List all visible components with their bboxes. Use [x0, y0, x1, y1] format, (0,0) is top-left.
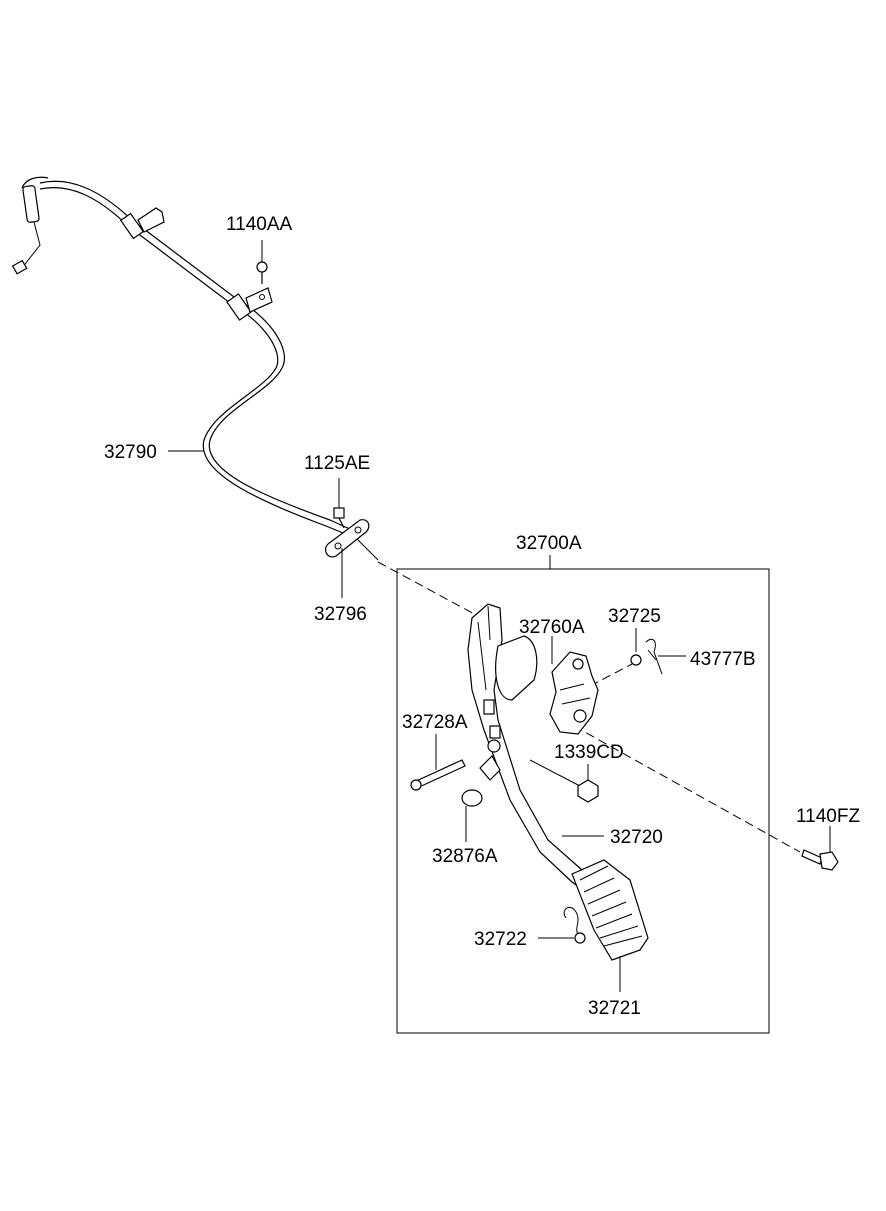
bolt-1140FZ-shaft [801, 849, 823, 865]
bolt-1125AE-head [333, 507, 345, 519]
label-1339CD: 1339CD [554, 742, 624, 763]
bolt-1140AA-head [256, 261, 268, 273]
pedal-arm-ribs [477, 605, 491, 691]
label-1125AE: 1125AE [304, 453, 370, 474]
cable-end-hook [21, 176, 49, 189]
cable-bracket-1 [137, 207, 165, 233]
pedal-pad-body [571, 859, 649, 961]
label-32728A: 32728A [402, 712, 468, 733]
nut-align-line [529, 759, 581, 787]
accelerator-cable [11, 176, 379, 561]
pedal-pad-32721 [571, 859, 649, 992]
cable-bracket-2 [245, 287, 273, 313]
pin-32725 [630, 628, 642, 666]
pin-32728A [410, 734, 466, 791]
clip-43777B [645, 638, 686, 675]
cable-end-connector [22, 185, 40, 223]
bracket-ribs [559, 683, 591, 705]
bracket-hole-pivot [573, 709, 587, 723]
label-32876A: 32876A [432, 846, 498, 867]
assembly-frame-32700A [396, 568, 770, 1034]
cable-clip-1 [119, 212, 145, 240]
cable-end-wire [21, 221, 41, 269]
pedal-arm-32720 [467, 603, 604, 893]
clip-43777B-body [645, 638, 663, 675]
pedal-arm-slot-2 [489, 725, 501, 739]
pin-32725-body [630, 654, 642, 666]
cable-grommet-32796 [324, 519, 370, 598]
cable-end-plug [11, 259, 28, 275]
spring-32722-wire [563, 906, 581, 937]
pedal-pad-grooves [579, 865, 643, 947]
dashed-spring-line [589, 663, 633, 687]
pedal-bushing-block [495, 635, 538, 701]
label-1140FZ: 1140FZ [796, 806, 860, 827]
stopper-32876A-body [461, 789, 483, 807]
pedal-bracket-32760A [549, 636, 599, 735]
label-1140AA: 1140AA [226, 214, 293, 235]
pedal-arm-slot-1 [483, 699, 495, 715]
nut-1339CD-body [577, 779, 599, 803]
label-43777B: 43777B [690, 649, 756, 670]
label-32721: 32721 [588, 998, 641, 1019]
label-32796: 32796 [314, 604, 367, 625]
cable-sheath-inner [39, 187, 349, 536]
bracket-hole-top [572, 658, 584, 670]
bolt-1125AE-shaft [338, 517, 345, 529]
bolt-1140FZ-head [819, 851, 839, 871]
pin-32728A-shaft [413, 759, 466, 789]
grommet-plate [324, 519, 370, 558]
spring-32722 [538, 906, 586, 944]
bracket-hole [259, 294, 265, 300]
pedal-pivot-hole [487, 739, 501, 753]
label-32790: 32790 [104, 442, 157, 463]
pedal-stopper-mount [479, 755, 501, 781]
grommet-hole-2 [354, 526, 362, 534]
label-32720: 32720 [610, 827, 663, 848]
bolt-1140AA [256, 240, 268, 284]
cable-clip-2 [226, 293, 252, 321]
cable-sheath-outer [39, 180, 353, 531]
label-32700A: 32700A [516, 533, 582, 554]
stopper-32876A [461, 789, 483, 842]
bolt-1125AE [333, 478, 345, 529]
nut-1339CD [529, 759, 599, 803]
dashed-bolt-line [573, 725, 801, 853]
spring-32722-coil [574, 932, 586, 944]
bolt-1140FZ [801, 826, 839, 871]
dashed-cable-line [377, 561, 479, 617]
pin-32728A-head [410, 779, 422, 791]
grommet-hole-1 [334, 542, 342, 550]
label-32725: 32725 [608, 606, 661, 627]
label-32760A: 32760A [519, 617, 585, 638]
label-32722: 32722 [474, 929, 527, 950]
